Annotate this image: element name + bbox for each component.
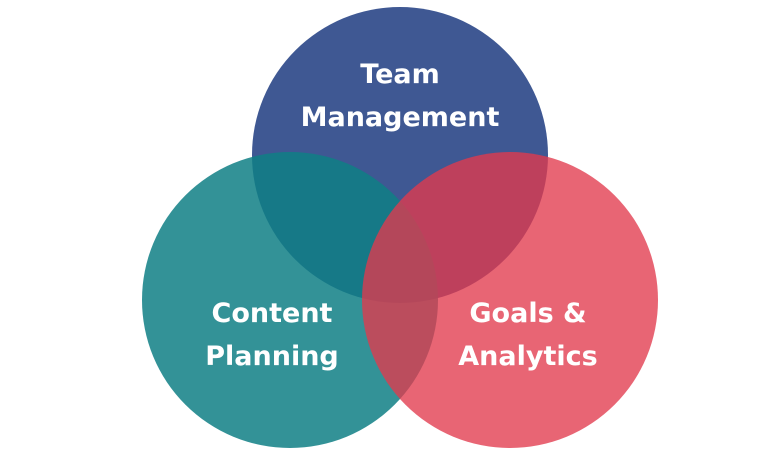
label-team-management: Team Management	[301, 59, 500, 133]
label-goals-line-1: Goals &	[469, 298, 586, 329]
label-team-line-2: Management	[301, 102, 500, 133]
label-goals-analytics: Goals & Analytics	[458, 298, 597, 372]
label-content-line-2: Planning	[205, 341, 339, 372]
label-content-line-1: Content	[212, 298, 333, 329]
circle-content-planning	[142, 152, 438, 448]
circle-goals-analytics	[362, 152, 658, 448]
label-goals-line-2: Analytics	[458, 341, 597, 372]
label-content-planning: Content Planning	[205, 298, 339, 372]
label-team-line-1: Team	[360, 59, 440, 90]
